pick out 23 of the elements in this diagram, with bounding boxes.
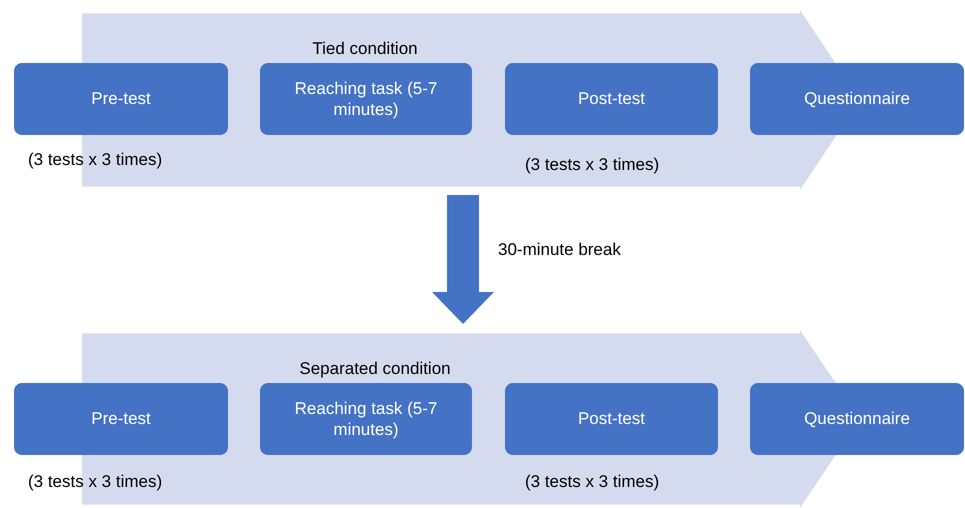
box-label: Pre-test [91, 88, 151, 110]
condition-heading: Separated condition [299, 359, 451, 379]
process-box [505, 63, 718, 135]
box-label: Reaching task (5-7 minutes) [294, 398, 438, 440]
box-label: Post-test [578, 408, 646, 430]
process-box [260, 63, 472, 135]
note-text: (3 tests x 3 times) [525, 155, 660, 175]
block-arrow [432, 195, 494, 324]
process-box [260, 383, 472, 455]
condition-heading: Tied condition [312, 39, 418, 59]
note-text: (3 tests x 3 times) [28, 150, 162, 170]
box-label: Post-test [578, 88, 646, 110]
process-box [505, 383, 718, 455]
box-label: Questionnaire [804, 88, 910, 110]
note-text: (3 tests x 3 times) [525, 472, 660, 492]
process-box [14, 63, 228, 135]
process-box [750, 63, 964, 135]
process-box [750, 383, 964, 455]
process-box [14, 383, 228, 455]
box-label: Pre-test [91, 408, 151, 430]
box-label: Questionnaire [804, 408, 910, 430]
note-text: (3 tests x 3 times) [28, 472, 162, 492]
box-label: Reaching task (5-7 minutes) [294, 78, 438, 120]
